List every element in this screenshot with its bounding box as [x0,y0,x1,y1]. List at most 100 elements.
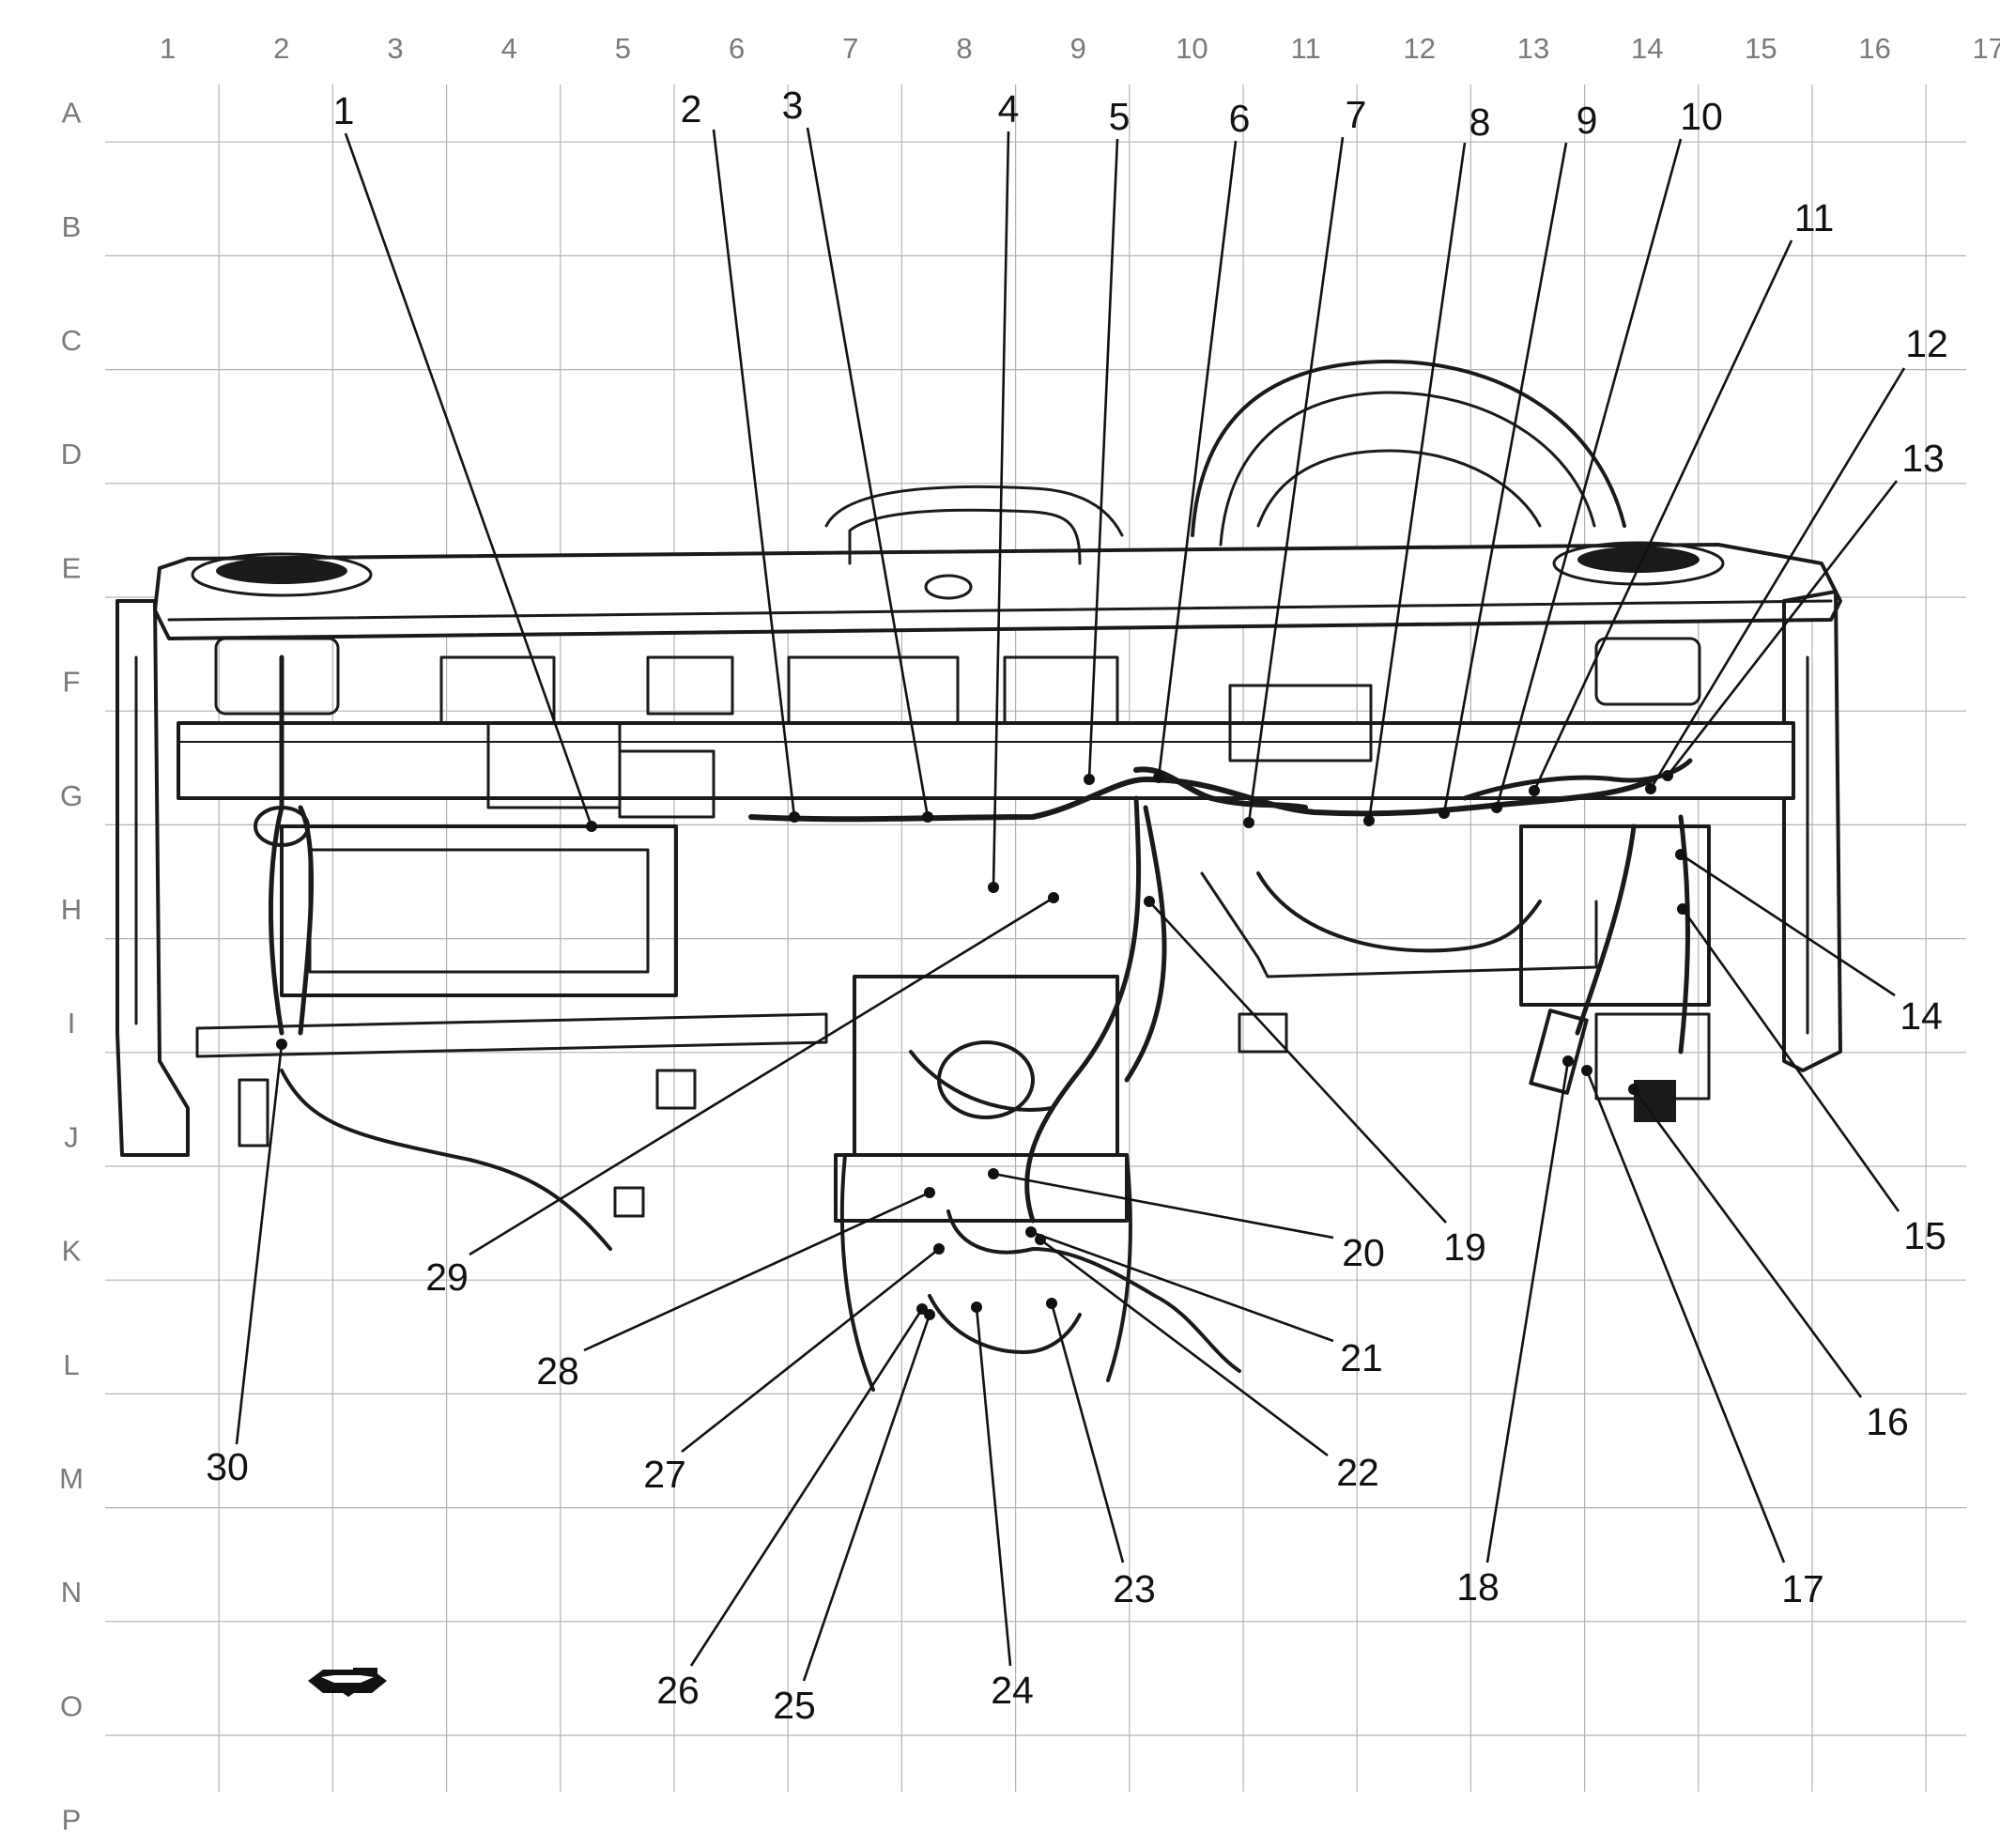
grid-row-label: J [64,1120,79,1153]
callout-number-3: 3 [782,84,804,127]
callout-number-23: 23 [1113,1567,1156,1610]
left-end-bracket [115,599,190,1157]
callout-number-13: 13 [1901,437,1945,480]
callout-point-16 [1628,1084,1639,1095]
callout-point-5 [1084,774,1095,785]
callout-number-18: 18 [1456,1565,1500,1609]
grid-column-label: 10 [1176,32,1208,65]
grid-row-label: G [60,779,83,812]
callout-point-30 [276,1039,287,1050]
callout-leader-2 [712,129,796,818]
callout-number-30: 30 [206,1445,249,1488]
callout-number-16: 16 [1866,1400,1909,1443]
callout-point-26 [916,1303,928,1315]
callout-leader-25 [802,1314,931,1682]
grid-column-label: 7 [842,32,858,65]
callout-leader-29 [469,896,1054,1256]
grid-row-label: F [63,666,81,699]
callout-number-5: 5 [1109,95,1131,138]
callout-leader-4 [992,131,1010,888]
grid-row-label: D [61,438,82,470]
callout-point-21 [1025,1226,1037,1238]
callout-number-21: 21 [1340,1336,1383,1379]
grid-column-label: 2 [273,32,289,65]
callout-leader-14 [1680,853,1896,997]
callout-leader-10 [1495,138,1683,808]
grid-column-label: 14 [1631,32,1663,65]
callout-number-28: 28 [536,1349,579,1393]
grid-row-label: C [61,324,82,357]
callout-number-1: 1 [333,89,355,132]
callout-leader-8 [1367,142,1467,822]
right-speaker [1552,541,1725,586]
callout-point-9 [1438,808,1450,819]
callout-point-19 [1144,896,1155,907]
grid-column-label: 4 [501,32,517,65]
callout-leader-6 [1157,140,1238,778]
callout-point-3 [922,811,933,823]
callout-leader-27 [681,1247,940,1454]
grid-column-label: 8 [956,32,972,65]
callout-number-6: 6 [1229,97,1251,140]
callout-point-14 [1675,849,1686,860]
callout-leader-5 [1087,138,1119,780]
grid-row-label: N [61,1576,82,1609]
grid-column-label: 11 [1291,32,1321,65]
callout-number-27: 27 [643,1453,686,1496]
callout-leader-16 [1632,1088,1863,1398]
callout-leader-20 [992,1172,1334,1240]
callout-point-6 [1153,772,1164,783]
callout-point-13 [1662,770,1673,781]
callout-number-25: 25 [773,1684,816,1727]
callout-point-11 [1529,785,1540,796]
center-stack [853,975,1119,1157]
grid-row-label: O [60,1689,83,1722]
callout-leader-11 [1532,239,1793,792]
grid-row-label: P [62,1804,82,1837]
callout-point-24 [971,1301,982,1313]
callout-leader-19 [1148,901,1447,1224]
grid-column-label: 17 [1973,32,2000,65]
instrument-panel-harness-drawing [115,360,1842,1392]
callout-point-28 [924,1187,935,1198]
callout-leader-9 [1442,142,1568,814]
callout-point-18 [1562,1055,1574,1067]
grid-column-label: 16 [1858,32,1890,65]
callout-point-7 [1243,817,1254,828]
callout-leader-24 [975,1306,1012,1667]
console-left-leg [839,1153,875,1392]
cross-car-beam [177,721,1795,800]
grid-column-label: 5 [615,32,631,65]
grid-column-label: 15 [1745,32,1777,65]
callout-number-26: 26 [656,1669,700,1712]
callout-leader-26 [689,1308,924,1667]
front-direction-arrow-icon [308,1668,387,1697]
grid-row-label: H [61,893,82,926]
callout-number-20: 20 [1342,1231,1385,1274]
grid-column-label: 1 [160,32,176,65]
grid-row-label: L [63,1348,79,1381]
right-end-bracket [1782,590,1842,1072]
callout-number-9: 9 [1577,99,1598,142]
callout-leader-1 [344,132,593,827]
callout-leader-28 [583,1191,931,1352]
callout-point-20 [988,1168,999,1179]
callout-leader-3 [806,127,930,818]
callout-number-12: 12 [1905,322,1948,365]
callout-leader-lines [235,127,1906,1682]
hvac-housing [1256,871,1542,953]
callout-leader-23 [1050,1302,1125,1563]
callout-leader-22 [1039,1238,1329,1457]
grid-row-label: K [62,1235,82,1268]
grid-column-label: 13 [1517,32,1549,65]
callout-number-7: 7 [1346,93,1367,136]
callout-leader-7 [1247,136,1345,824]
callout-number-14: 14 [1900,994,1943,1038]
callout-point-17 [1581,1065,1592,1076]
callout-point-23 [1046,1298,1057,1309]
callout-number-17: 17 [1781,1567,1824,1610]
callout-point-15 [1677,903,1688,915]
